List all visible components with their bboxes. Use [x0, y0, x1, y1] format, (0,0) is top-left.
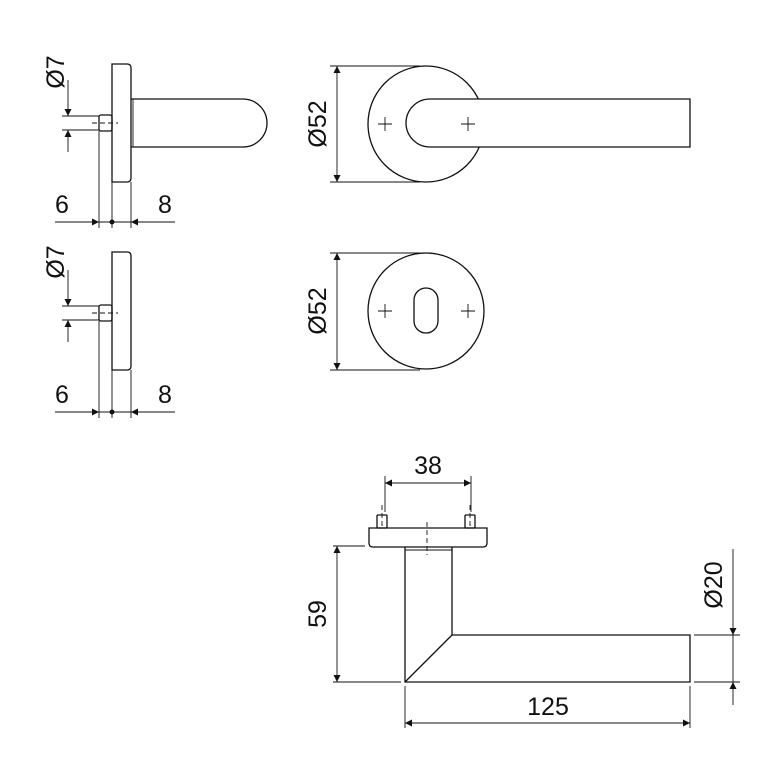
lever-height-label: 59 — [304, 600, 332, 628]
screw-cross — [378, 117, 392, 131]
lever-top — [405, 98, 691, 148]
side-view-rose-lever: Ø7 6 8 — [42, 55, 268, 228]
screw-cross — [378, 304, 392, 318]
pin-diameter-label: Ø7 — [42, 245, 70, 278]
lever-length-label: 125 — [527, 693, 569, 721]
lever-side — [131, 98, 268, 148]
right-offset-label: 8 — [158, 191, 172, 219]
front-view-rose-lever: Ø52 — [304, 65, 691, 183]
front-view-escutcheon: Ø52 — [304, 252, 485, 371]
lever-body — [404, 547, 691, 683]
escutcheon-diameter-label: Ø52 — [304, 287, 332, 334]
screw-cross — [461, 117, 475, 131]
screw-cross — [461, 304, 475, 318]
pin-spacing-label: 38 — [414, 452, 442, 480]
left-offset-label: 6 — [55, 381, 69, 409]
keyhole — [413, 287, 439, 334]
right-offset-label: 8 — [158, 381, 172, 409]
lever-diameter-label: Ø20 — [700, 561, 728, 608]
pin-diameter-label: Ø7 — [42, 55, 70, 88]
left-offset-label: 6 — [55, 191, 69, 219]
rose-profile — [368, 527, 488, 548]
lever-elevation: 38 59 125 Ø20 — [304, 452, 740, 728]
rose-diameter-label: Ø52 — [304, 100, 332, 147]
escutcheon — [367, 252, 485, 370]
rose-side — [111, 63, 132, 183]
escutcheon-side — [111, 251, 132, 371]
side-view-escutcheon: Ø7 6 8 — [42, 245, 175, 418]
